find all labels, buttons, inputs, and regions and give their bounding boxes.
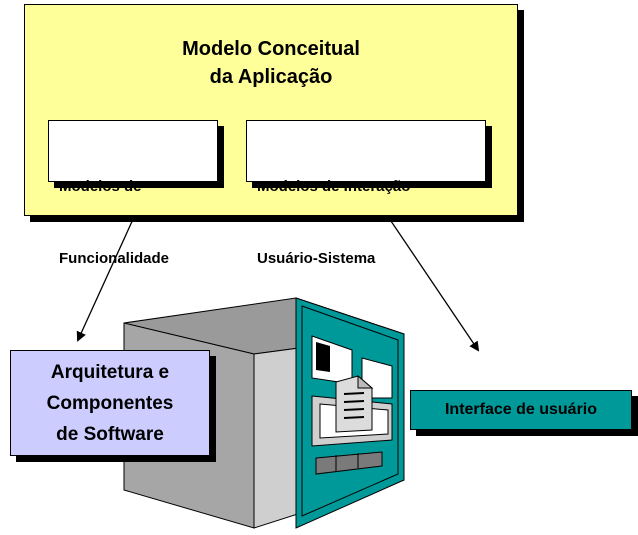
functionality-models-box: Modelos de Funcionalidade [48,120,218,267]
interaction-models-box: Modelos de Interação Usuário-Sistema [246,120,486,267]
conceptual-model-title-line2: da Aplicação [209,66,333,88]
architecture-label: Arquitetura e Componentes de Software [11,357,209,450]
functionality-line2: Funcionalidade [59,250,170,267]
interaction-line2: Usuário-Sistema [257,250,376,267]
architecture-box: Arquitetura e Componentes de Software [10,350,210,456]
functionality-models-label: Modelos de Funcionalidade [59,127,169,319]
architecture-line2: Componentes [46,393,174,414]
document-icon [335,374,374,433]
functionality-line1: Modelos de [59,178,142,195]
conceptual-model-title-line1: Modelo Conceitual [182,38,360,60]
architecture-line3: de Software [56,424,164,445]
interaction-models-label: Modelos de Interação Usuário-Sistema [257,127,410,319]
user-interface-box: Interface de usuário [410,390,632,430]
architecture-line1: Arquitetura e [50,362,170,383]
user-interface-label: Interface de usuário [444,401,598,418]
conceptual-model-title: Modelo Conceitual da Aplicação [25,35,517,91]
interaction-line1: Modelos de Interação [257,178,411,195]
